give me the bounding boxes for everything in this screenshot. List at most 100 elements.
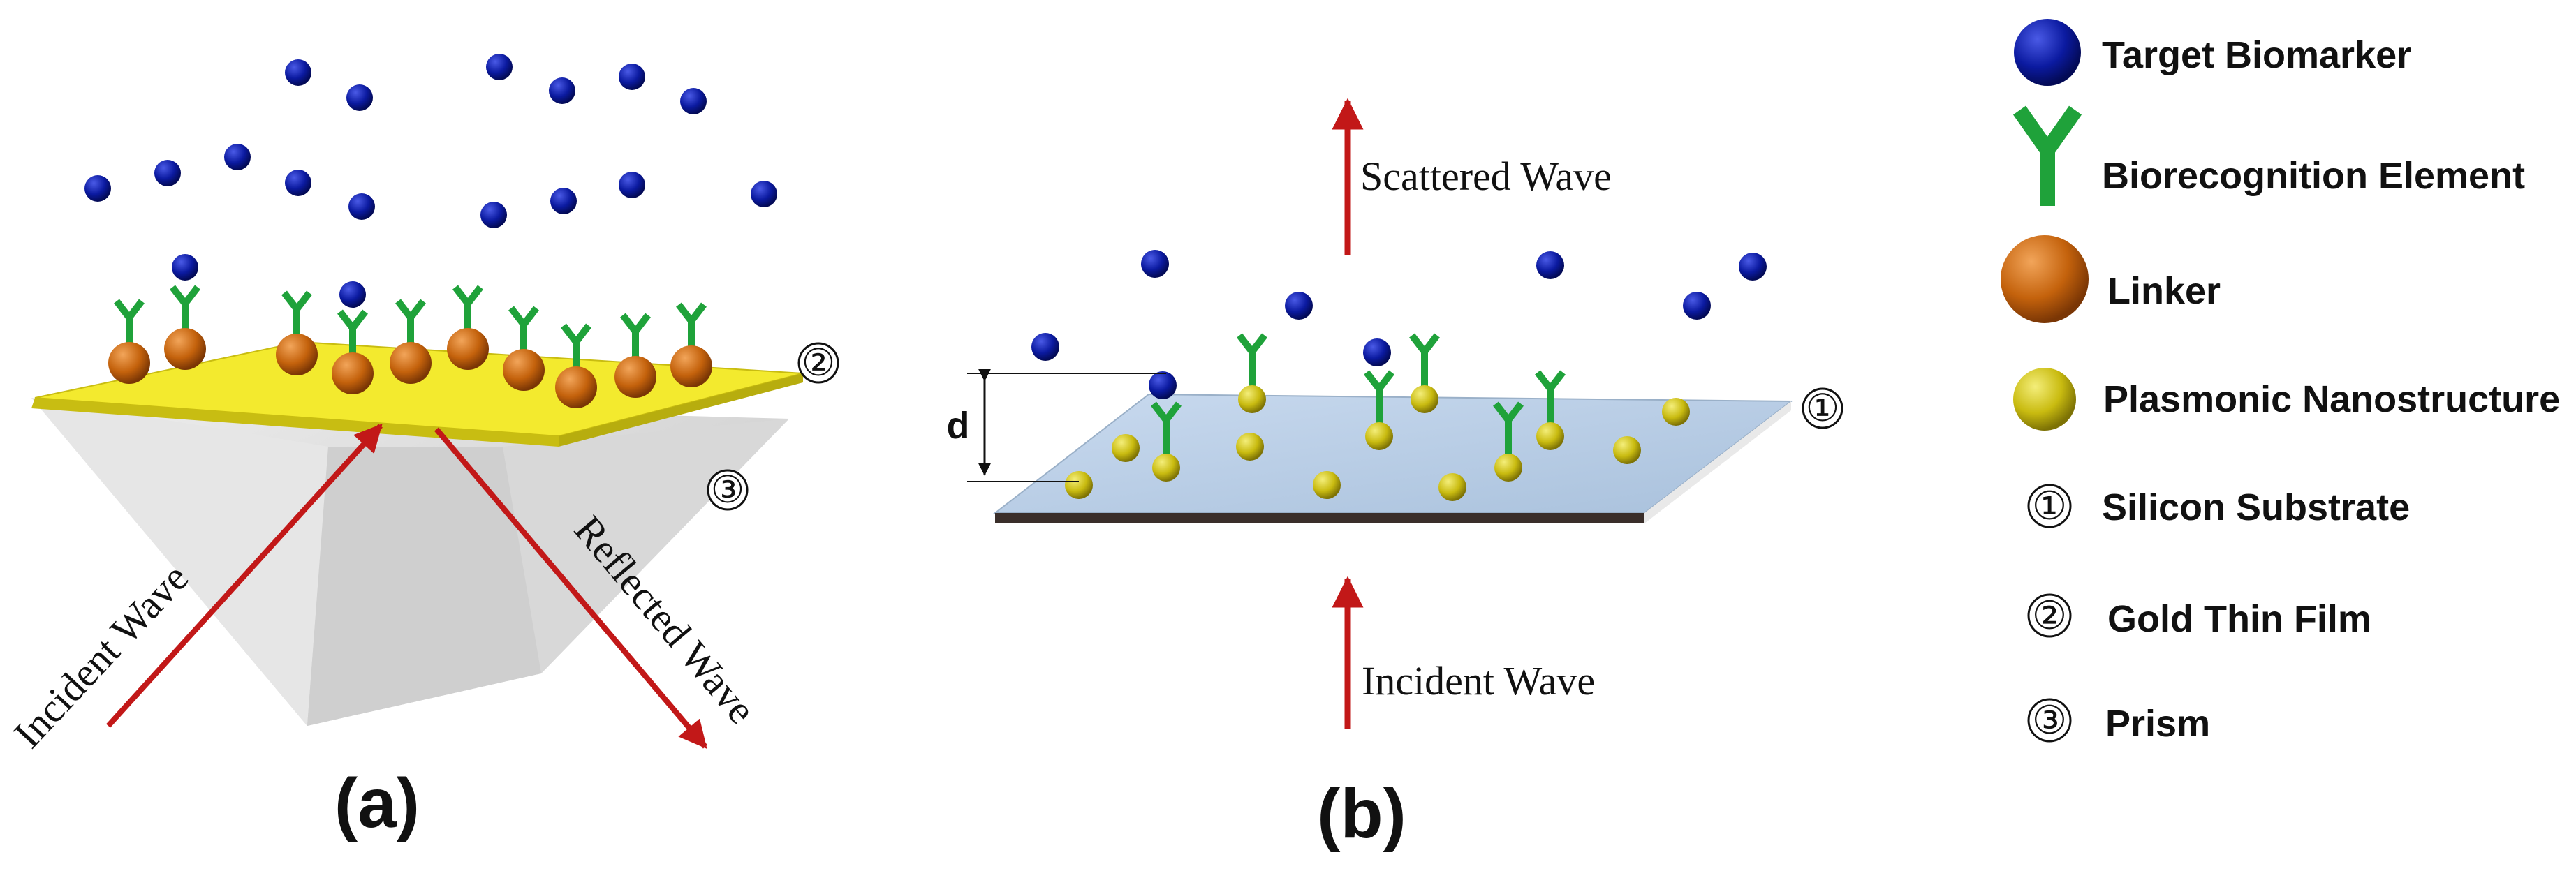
biorecognition-element <box>452 285 483 332</box>
legend-item-nanostructure: Plasmonic Nanostructure <box>2013 368 2560 431</box>
target-biomarker <box>619 172 645 198</box>
legend-symbol: ③ <box>2032 699 2067 743</box>
panel-a-molecules <box>108 285 712 408</box>
target-biomarker <box>480 202 507 228</box>
legend-label: Linker <box>2107 270 2221 312</box>
plasmonic-nanostructure <box>1494 454 1522 482</box>
marker-1-circle-b <box>1802 387 1843 429</box>
prism <box>31 398 789 726</box>
legend-item-substrate: ① Silicon Substrate <box>2027 484 2410 528</box>
target-biomarker <box>285 170 311 196</box>
legend-item-prism: ③ Prism <box>2027 698 2210 745</box>
plasmonic-nanostructure <box>1152 454 1180 482</box>
linker <box>276 334 318 375</box>
marker-3-circle-a <box>707 469 749 511</box>
incident-wave-label-b: Incident Wave <box>1362 658 1595 704</box>
linker <box>555 366 597 408</box>
marker-substrate-b: ① <box>1806 387 1839 429</box>
target-biomarker <box>619 64 645 90</box>
biorecognition-element <box>281 290 312 337</box>
biorecognition-element <box>508 306 539 352</box>
silicon-substrate <box>993 393 1793 523</box>
linker <box>332 352 374 394</box>
target-biomarker <box>172 254 198 281</box>
plasmonic-nanostructure <box>1662 398 1690 426</box>
biorecognition-element <box>1409 333 1440 387</box>
target-biomarker <box>154 160 181 186</box>
target-biomarker <box>84 175 111 202</box>
legend-item-biomarker: Target Biomarker <box>2014 19 2411 86</box>
legend-symbol: ② <box>2032 595 2067 638</box>
biorecognition-element <box>561 323 591 370</box>
target-biomarker <box>1149 371 1177 399</box>
biorecognition-element <box>1535 370 1566 424</box>
legend-label: Biorecognition Element <box>2102 155 2525 197</box>
plasmonic-nanostructure <box>1313 471 1341 499</box>
legend-label: Target Biomarker <box>2102 34 2411 76</box>
reflected-wave-arrow-a <box>434 427 708 750</box>
biorecognition-symbol <box>2012 105 2082 206</box>
plasmonic-nanostructure <box>1238 385 1266 413</box>
target-biomarker <box>549 77 575 104</box>
marker-1-circle <box>2027 484 2072 528</box>
gold-thin-film <box>31 341 804 447</box>
panel-a-biomarkers <box>84 54 777 308</box>
target-biomarker <box>751 181 777 207</box>
target-biomarker <box>1285 292 1313 320</box>
legend-item-gold-film: ② Gold Thin Film <box>2027 593 2371 640</box>
legend: Target Biomarker Biorecognition Element … <box>2001 19 2560 745</box>
incident-wave-arrow-a <box>106 424 383 728</box>
target-biomarker <box>1739 253 1767 281</box>
biorecognition-element <box>1237 333 1267 387</box>
target-biomarker <box>680 88 707 114</box>
target-biomarker <box>486 54 513 80</box>
biorecognition-element <box>620 313 651 359</box>
legend-symbol: ① <box>2032 485 2067 528</box>
legend-label: Prism <box>2105 703 2210 745</box>
biorecognition-element <box>676 302 707 349</box>
biorecognition-element <box>114 299 145 345</box>
target-biomarker <box>348 193 375 220</box>
linker <box>447 328 489 370</box>
biorecognition-element <box>395 299 426 345</box>
panel-b-biomarkers <box>1031 250 1767 399</box>
plasmonic-nanostructure <box>1065 471 1093 499</box>
plasmonic-nanostructure <box>1536 422 1564 450</box>
target-biomarker <box>224 144 251 170</box>
biorecognition-element <box>337 309 368 356</box>
distance-indicator <box>967 368 1166 482</box>
target-biomarker <box>339 281 366 308</box>
target-biomarker <box>1363 338 1391 366</box>
linker <box>108 342 150 384</box>
plasmonic-nanostructure <box>1112 434 1140 462</box>
legend-label: Silicon Substrate <box>2102 486 2410 528</box>
plasmonic-nanostructure <box>1438 473 1466 501</box>
linker <box>390 342 432 384</box>
linker <box>614 356 656 398</box>
legend-item-linker: Linker <box>2001 235 2221 323</box>
plasmonic-nanostructure <box>1236 433 1264 461</box>
linker-symbol <box>2001 235 2089 323</box>
plasmonic-nanostructure <box>1613 436 1641 464</box>
biorecognition-element <box>1151 401 1182 455</box>
panel-a-label: (a) <box>334 764 420 842</box>
linker <box>670 345 712 387</box>
legend-label: Gold Thin Film <box>2107 598 2371 640</box>
legend-item-biorecognition: Biorecognition Element <box>2012 105 2525 206</box>
nanostructure-symbol <box>2013 368 2076 431</box>
marker-2-circle-a <box>797 342 839 384</box>
target-biomarker <box>346 84 373 111</box>
scattered-wave-label: Scattered Wave <box>1360 154 1612 199</box>
biorecognition-element <box>1493 401 1524 455</box>
marker-prism-a: ③ <box>711 469 744 511</box>
marker-3-circle <box>2027 698 2072 743</box>
marker-2-circle <box>2027 593 2072 638</box>
panel-b-label: (b) <box>1317 775 1406 853</box>
target-biomarker <box>1683 292 1711 320</box>
target-biomarker <box>1536 251 1564 279</box>
target-biomarker <box>1141 250 1169 278</box>
target-biomarker <box>550 188 577 214</box>
plasmonic-nanostructure <box>1411 385 1438 413</box>
linker <box>503 349 545 391</box>
